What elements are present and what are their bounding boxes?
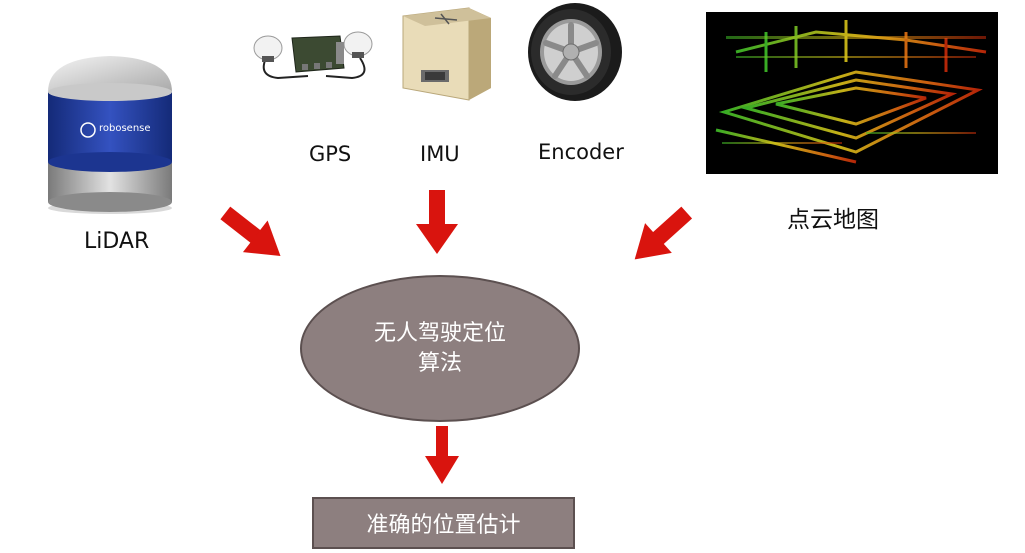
localization-algorithm-node: 无人驾驶定位 算法 xyxy=(300,275,580,422)
gps-receiver-icon xyxy=(253,31,373,80)
arrow-from-imu xyxy=(416,190,458,254)
arrow-from-map xyxy=(634,206,693,260)
wheel-encoder-icon xyxy=(528,3,622,101)
point-cloud-map-label: 点云地图 xyxy=(787,207,879,233)
lidar-brand-text: robosense xyxy=(99,123,151,134)
point-cloud-map-image xyxy=(706,12,998,174)
imu-label: IMU xyxy=(420,142,460,166)
encoder-label: Encoder xyxy=(538,140,624,164)
output-label: 准确的位置估计 xyxy=(366,513,521,538)
algorithm-title-line2: 算法 xyxy=(417,350,462,376)
arrow-from-lidar xyxy=(220,206,281,257)
algorithm-title-line1: 无人驾驶定位 xyxy=(373,320,506,346)
lidar-label: LiDAR xyxy=(84,229,150,254)
position-estimate-output: 准确的位置估计 xyxy=(312,497,575,549)
gps-label: GPS xyxy=(309,142,352,166)
arrow-to-output xyxy=(425,426,459,484)
lidar-sensor-icon xyxy=(48,56,172,214)
imu-module-icon xyxy=(402,7,491,101)
